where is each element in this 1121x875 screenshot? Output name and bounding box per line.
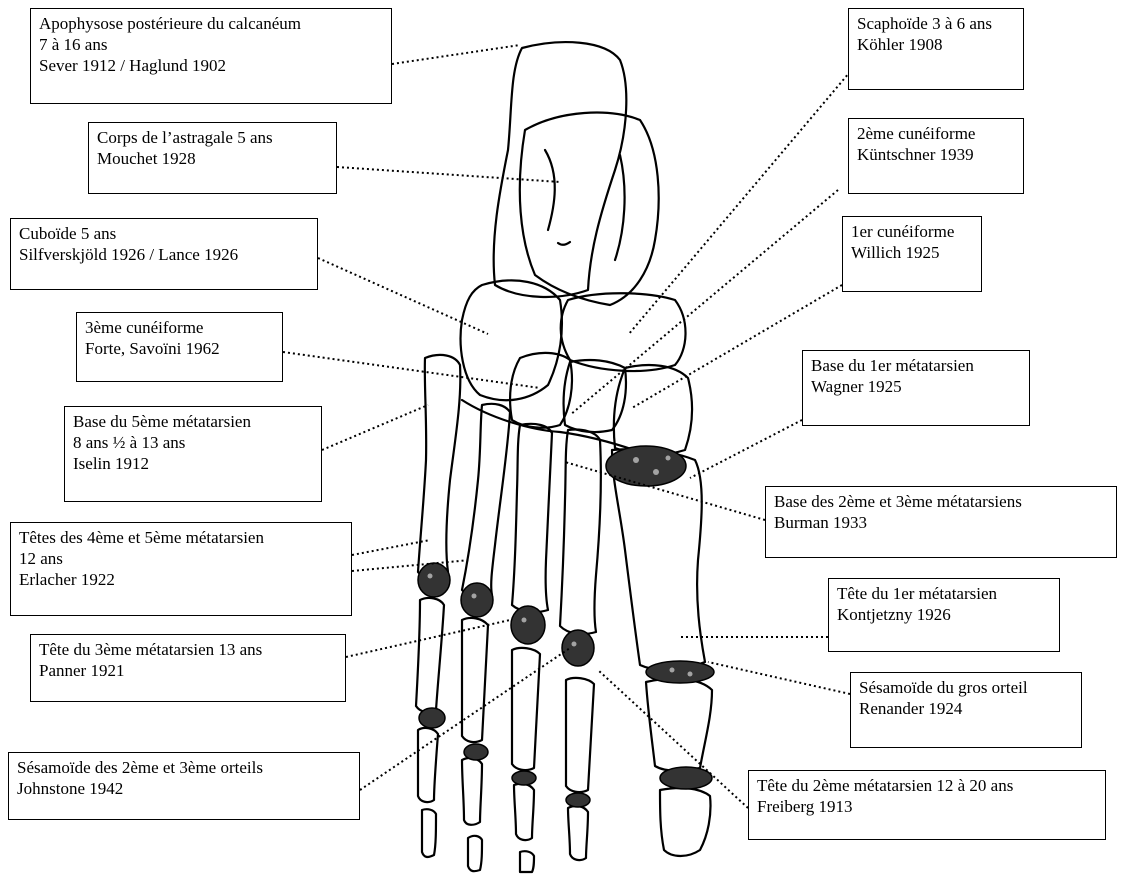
label-line: Mouchet 1928 — [97, 148, 328, 169]
label-scaphoide: Scaphoïde 3 à 6 ans Köhler 1908 — [848, 8, 1024, 90]
lesion-head-3-metatarsal — [511, 606, 545, 644]
label-line: Willich 1925 — [851, 242, 973, 263]
label-line: Cuboïde 5 ans — [19, 223, 309, 244]
label-line: Renander 1924 — [859, 698, 1073, 719]
label-cuneiforme1: 1er cunéiforme Willich 1925 — [842, 216, 982, 292]
lesion-head-5-metatarsal — [418, 563, 450, 597]
label-cuneiforme2: 2ème cunéiforme Küntschner 1939 — [848, 118, 1024, 194]
label-line: Erlacher 1922 — [19, 569, 343, 590]
leader-lines — [283, 45, 860, 808]
label-sesamoide-gros-orteil: Sésamoïde du gros orteil Renander 1924 — [850, 672, 1082, 748]
label-line: Base du 1er métatarsien — [811, 355, 1021, 376]
label-line: Freiberg 1913 — [757, 796, 1097, 817]
navicular-bone — [561, 293, 686, 371]
label-tetes-4-5-meta: Têtes des 4ème et 5ème métatarsien 12 an… — [10, 522, 352, 616]
lesion-sesamoid-4 — [464, 744, 488, 760]
leader-base-1-meta — [690, 420, 802, 478]
label-line: Küntschner 1939 — [857, 144, 1015, 165]
leader-scaphoide — [628, 60, 860, 335]
lesion-sesamoid-hallux-distal — [660, 767, 712, 789]
leader-base-5-meta — [322, 405, 428, 450]
label-line: Base des 2ème et 3ème métatarsiens — [774, 491, 1108, 512]
leader-sesamoide-2-3 — [360, 648, 570, 790]
label-calcaneum: Apophysose postérieure du calcanéum 7 à … — [30, 8, 392, 104]
label-line: Iselin 1912 — [73, 453, 313, 474]
label-line: Têtes des 4ème et 5ème métatarsien — [19, 527, 343, 548]
lesion-sesamoid-hallux — [646, 661, 714, 683]
label-line: 8 ans ½ à 13 ans — [73, 432, 313, 453]
label-tete-2-meta: Tête du 2ème métatarsien 12 à 20 ans Fre… — [748, 770, 1106, 840]
label-cuneiforme3: 3ème cunéiforme Forte, Savoïni 1962 — [76, 312, 283, 382]
label-line: 2ème cunéiforme — [857, 123, 1015, 144]
label-tete-1-meta: Tête du 1er métatarsien Kontjetzny 1926 — [828, 578, 1060, 652]
label-line: Wagner 1925 — [811, 376, 1021, 397]
label-line: Panner 1921 — [39, 660, 337, 681]
label-line: Forte, Savoïni 1962 — [85, 338, 274, 359]
label-line: Sever 1912 / Haglund 1902 — [39, 55, 383, 76]
label-line: Base du 5ème métatarsien — [73, 411, 313, 432]
lesion-head-4-metatarsal — [461, 583, 493, 617]
label-tete-3-meta: Tête du 3ème métatarsien 13 ans Panner 1… — [30, 634, 346, 702]
label-astragale: Corps de l’astragale 5 ans Mouchet 1928 — [88, 122, 337, 194]
metatarsal-3-bone — [512, 424, 552, 612]
label-line: Silfverskjöld 1926 / Lance 1926 — [19, 244, 309, 265]
label-line: Kontjetzny 1926 — [837, 604, 1051, 625]
label-line: Johnstone 1942 — [17, 778, 351, 799]
lesion-head-2-metatarsal — [562, 630, 594, 666]
lesion-sesamoid-2 — [566, 793, 590, 807]
label-line: Burman 1933 — [774, 512, 1108, 533]
label-line: Köhler 1908 — [857, 34, 1015, 55]
leader-calcaneum — [392, 45, 520, 64]
leader-sesamoide-gros-orteil — [708, 662, 850, 694]
lesion-base-1-metatarsal — [606, 446, 686, 486]
label-line: Apophysose postérieure du calcanéum — [39, 13, 383, 34]
metatarsal-5-bone — [418, 355, 460, 578]
label-line: Scaphoïde 3 à 6 ans — [857, 13, 1015, 34]
label-line: 12 ans — [19, 548, 343, 569]
label-base-1-meta: Base du 1er métatarsien Wagner 1925 — [802, 350, 1030, 426]
label-cuboide: Cuboïde 5 ans Silfverskjöld 1926 / Lance… — [10, 218, 318, 290]
metatarsal-2-bone — [560, 429, 601, 634]
leader-cuneiforme3 — [283, 352, 540, 388]
label-line: 1er cunéiforme — [851, 221, 973, 242]
leader-cuneiforme2 — [570, 190, 838, 415]
label-line: 7 à 16 ans — [39, 34, 383, 55]
label-line: Corps de l’astragale 5 ans — [97, 127, 328, 148]
label-base-2-3-meta: Base des 2ème et 3ème métatarsiens Burma… — [765, 486, 1117, 558]
label-sesamoide-2-3: Sésamoïde des 2ème et 3ème orteils Johns… — [8, 752, 360, 820]
leader-tete-3-meta — [346, 620, 510, 657]
toe-2-phalanges — [566, 678, 594, 860]
label-line: Tête du 2ème métatarsien 12 à 20 ans — [757, 775, 1097, 796]
label-line: Sésamoïde des 2ème et 3ème orteils — [17, 757, 351, 778]
lesion-sesamoid-3 — [512, 771, 536, 785]
leader-tete-4-5-b — [352, 560, 470, 571]
label-line: 3ème cunéiforme — [85, 317, 274, 338]
label-line: Tête du 1er métatarsien — [837, 583, 1051, 604]
metatarsal-4-bone — [462, 404, 510, 598]
label-line: Tête du 3ème métatarsien 13 ans — [39, 639, 337, 660]
label-line: Sésamoïde du gros orteil — [859, 677, 1073, 698]
toe-3-phalanges — [512, 648, 540, 872]
leader-astragale — [337, 167, 560, 182]
label-base-5-meta: Base du 5ème métatarsien 8 ans ½ à 13 an… — [64, 406, 322, 502]
lesion-sesamoid-5 — [419, 708, 445, 728]
calcaneus-bone — [494, 42, 627, 297]
